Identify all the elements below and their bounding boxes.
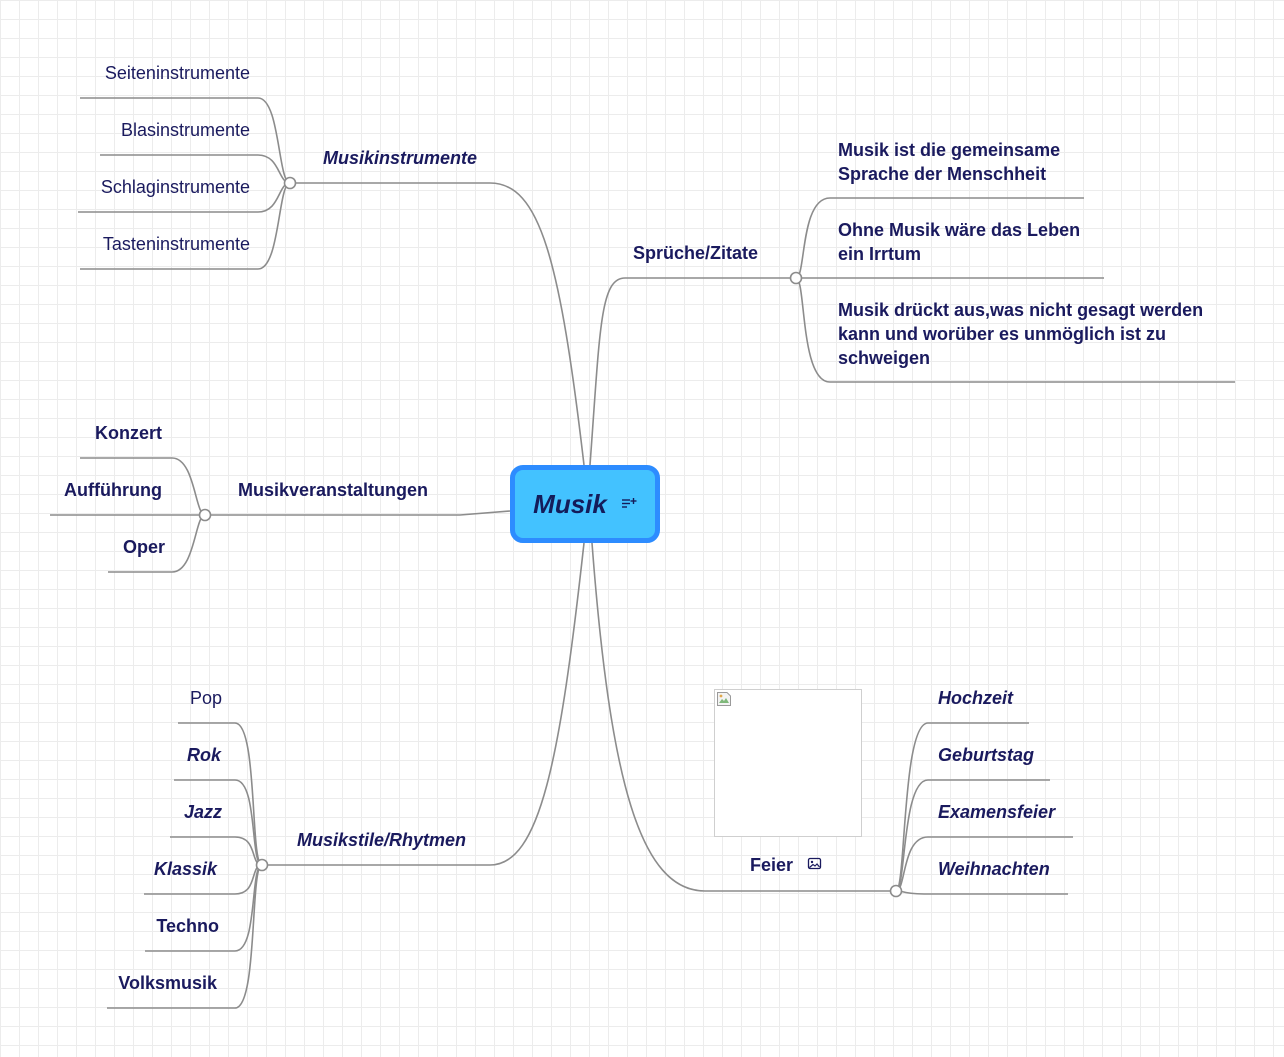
topic-musikstile-rhytmen[interactable]: Musikstile/Rhytmen: [297, 830, 467, 850]
subtopic-zitat-1[interactable]: Musik ist die gemeinsame Sprache der Men…: [838, 140, 1061, 184]
subtopic-geburtstag[interactable]: Geburtstag: [938, 745, 1035, 765]
subtopic-jazz[interactable]: Jazz: [183, 802, 222, 822]
topic-musikveranstaltungen[interactable]: Musikveranstaltungen: [238, 480, 429, 500]
subtopic-techno[interactable]: Techno: [156, 916, 219, 936]
subtopic-klassik[interactable]: Klassik: [153, 859, 217, 879]
subtopic-pop[interactable]: Pop: [189, 688, 222, 708]
root-topic-label: Musik: [533, 488, 607, 519]
topic-musikinstrumente[interactable]: Musikinstrumente: [323, 148, 478, 168]
root-topic[interactable]: Musik: [510, 465, 660, 543]
subtopic-zitat-2[interactable]: Ohne Musik wäre das Leben ein Irrtum: [838, 220, 1081, 264]
subtopic-konzert[interactable]: Konzert: [95, 423, 162, 443]
topic-sprueche-zitate[interactable]: Sprüche/Zitate: [633, 243, 759, 263]
note-icon[interactable]: [621, 497, 637, 511]
collapse-handle-musikveranstaltungen[interactable]: [198, 508, 212, 522]
subtopic-zitat-3[interactable]: Musik drückt aus,was nicht gesagt werden…: [838, 300, 1204, 368]
collapse-handle-musikinstrumente[interactable]: [283, 176, 297, 190]
subtopic-oper[interactable]: Oper: [122, 537, 165, 557]
image-icon[interactable]: [807, 856, 822, 871]
subtopic-schlaginstrumente[interactable]: Schlaginstrumente: [100, 177, 250, 197]
subtopic-volksmusik[interactable]: Volksmusik: [118, 973, 217, 993]
subtopic-tasteninstrumente[interactable]: Tasteninstrumente: [102, 234, 250, 254]
subtopic-auffuehrung[interactable]: Aufführung: [64, 480, 162, 500]
topic-feier[interactable]: Feier: [750, 855, 794, 875]
subtopic-seiteninstrumente[interactable]: Seiteninstrumente: [104, 63, 250, 83]
subtopic-examensfeier[interactable]: Examensfeier: [938, 802, 1056, 822]
collapse-handle-musikstile[interactable]: [255, 858, 269, 872]
subtopic-rok[interactable]: Rok: [186, 745, 221, 765]
broken-image-icon: [717, 692, 731, 706]
subtopic-blasinstrumente[interactable]: Blasinstrumente: [120, 120, 250, 140]
collapse-handle-sprueche[interactable]: [789, 271, 803, 285]
collapse-handle-feier[interactable]: [889, 884, 903, 898]
subtopic-hochzeit[interactable]: Hochzeit: [938, 688, 1014, 708]
subtopic-weihnachten[interactable]: Weihnachten: [938, 859, 1050, 879]
feier-image[interactable]: [714, 689, 862, 837]
